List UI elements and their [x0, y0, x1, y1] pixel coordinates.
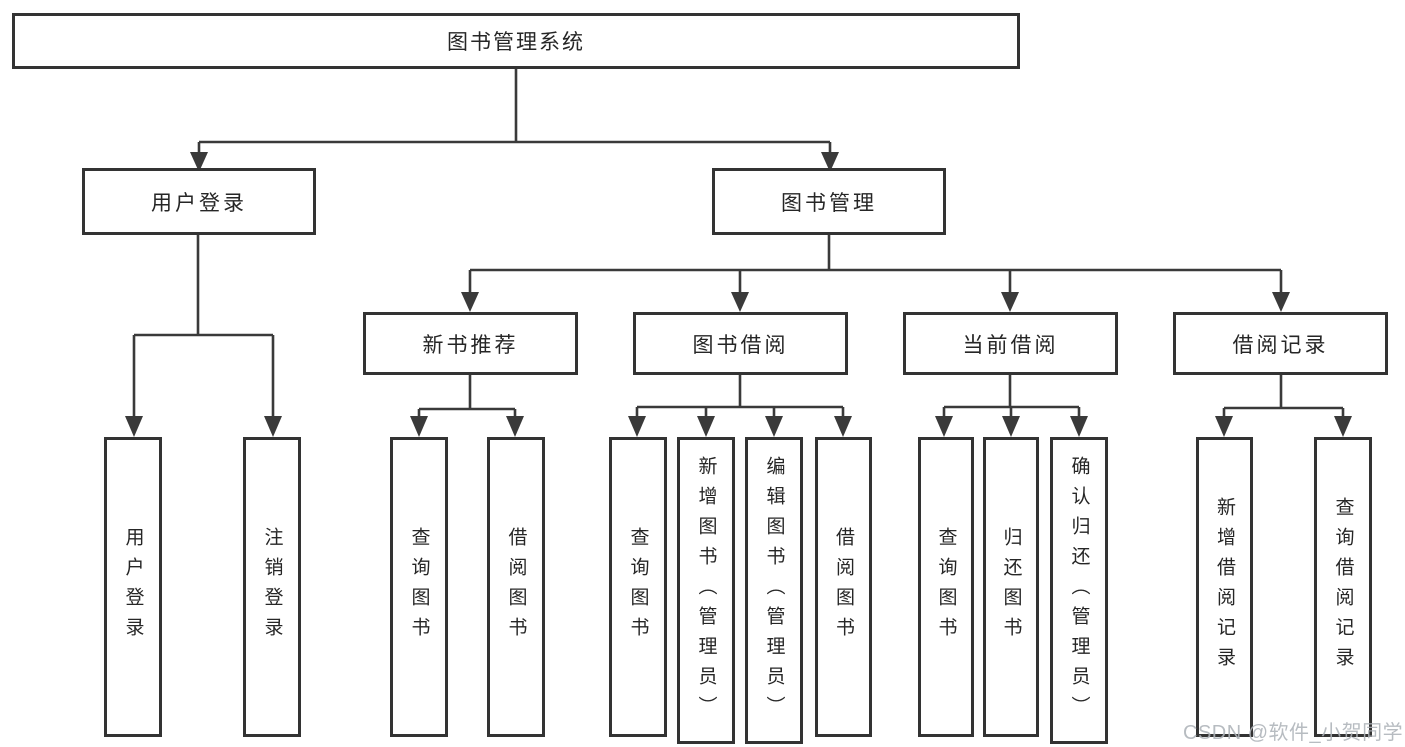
leaf-label: 新增图书（管理员） [695, 455, 717, 726]
leaf-label: 归还图书 [1000, 527, 1022, 647]
watermark-text: CSDN @软件_小贺同学 [1183, 722, 1404, 744]
leaf-label: 查询图书 [627, 527, 649, 647]
leaf-label: 借阅图书 [505, 527, 527, 647]
leaf-logout: 注销登录 [243, 437, 301, 737]
node-borrow-records: 借阅记录 [1173, 312, 1388, 375]
leaf-label: 确认归还（管理员） [1068, 455, 1090, 726]
leaf-add-borrow-record: 新增借阅记录 [1196, 437, 1253, 737]
node-book-management: 图书管理 [712, 168, 946, 235]
connector-newbook-to-leaves [410, 375, 524, 437]
node-new-book-recommend: 新书推荐 [363, 312, 578, 375]
connector-userlogin-to-leaves [125, 235, 282, 437]
node-label: 当前借阅 [962, 333, 1059, 357]
leaf-query-books-borrow: 查询图书 [609, 437, 667, 737]
node-label: 借阅记录 [1232, 333, 1329, 357]
node-user-login: 用户登录 [82, 168, 316, 235]
leaf-confirm-return-admin: 确认归还（管理员） [1050, 437, 1108, 744]
leaf-borrow-books-recommend: 借阅图书 [487, 437, 545, 737]
leaf-label: 用户登录 [122, 527, 144, 647]
leaf-add-book-admin: 新增图书（管理员） [677, 437, 735, 744]
leaf-query-books-current: 查询图书 [918, 437, 974, 737]
leaf-label: 注销登录 [261, 527, 283, 647]
leaf-label: 查询图书 [935, 527, 957, 647]
node-book-borrow: 图书借阅 [633, 312, 848, 375]
node-label: 图书借阅 [692, 333, 789, 357]
leaf-user-login: 用户登录 [104, 437, 162, 737]
leaf-edit-book-admin: 编辑图书（管理员） [745, 437, 803, 744]
leaf-label: 新增借阅记录 [1214, 497, 1235, 677]
node-label: 新书推荐 [422, 333, 519, 357]
connector-currentborrow-to-leaves [935, 375, 1088, 437]
connector-bookmgmt-to-level3 [461, 235, 1290, 312]
node-label: 图书管理系统 [447, 31, 585, 54]
leaf-borrow-books: 借阅图书 [815, 437, 872, 737]
node-label: 用户登录 [151, 191, 247, 215]
leaf-query-books-recommend: 查询图书 [390, 437, 448, 737]
connector-root-to-level2 [190, 69, 839, 172]
leaf-label: 查询借阅记录 [1332, 497, 1354, 677]
leaf-query-borrow-record: 查询借阅记录 [1314, 437, 1372, 737]
leaf-label: 编辑图书（管理员） [763, 455, 785, 726]
node-label: 图书管理 [781, 191, 877, 215]
leaf-label: 查询图书 [408, 527, 430, 647]
connector-bookborrow-to-leaves [628, 375, 852, 437]
leaf-label: 借阅图书 [833, 527, 854, 647]
connector-borrowrecords-to-leaves [1215, 375, 1352, 437]
node-root: 图书管理系统 [12, 13, 1020, 69]
leaf-return-book: 归还图书 [983, 437, 1039, 737]
node-current-borrow: 当前借阅 [903, 312, 1118, 375]
